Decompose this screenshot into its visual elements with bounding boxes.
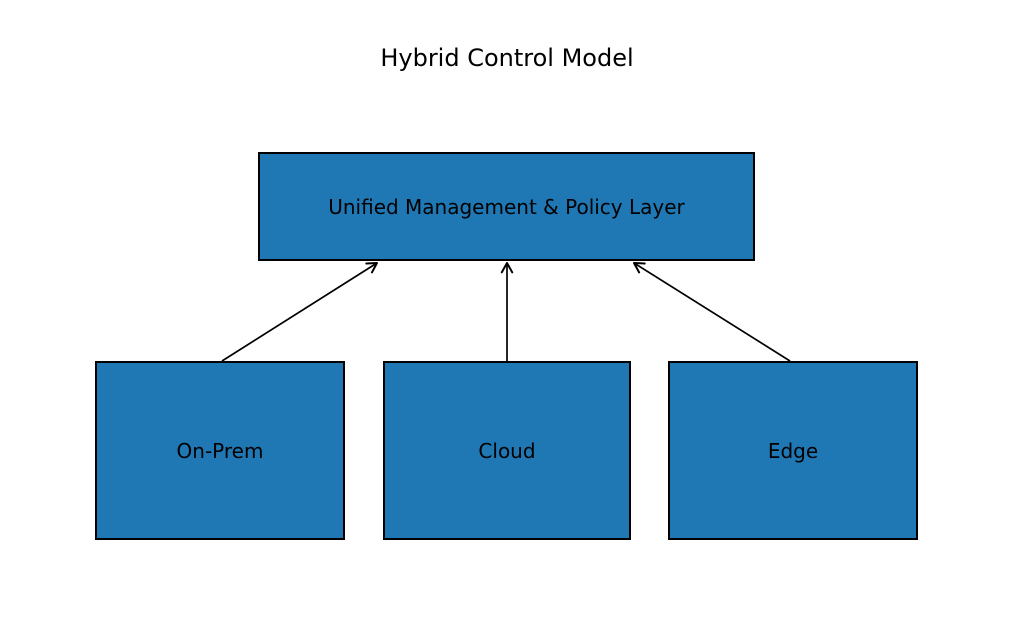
node-cloud-label: Cloud	[478, 438, 536, 463]
diagram-title: Hybrid Control Model	[380, 44, 634, 72]
node-cloud: Cloud	[383, 361, 631, 540]
node-edge-label: Edge	[767, 438, 819, 463]
node-on-prem-label: On-Prem	[176, 438, 264, 463]
node-unified-layer-label: Unified Management & Policy Layer	[328, 194, 685, 219]
node-edge: Edge	[668, 361, 918, 540]
node-on-prem: On-Prem	[95, 361, 345, 540]
edge-onprem-to-unified-arrow	[221, 262, 378, 362]
edge-edge-to-unified-arrow	[633, 262, 791, 362]
node-unified-management-policy-layer: Unified Management & Policy Layer	[258, 152, 755, 261]
